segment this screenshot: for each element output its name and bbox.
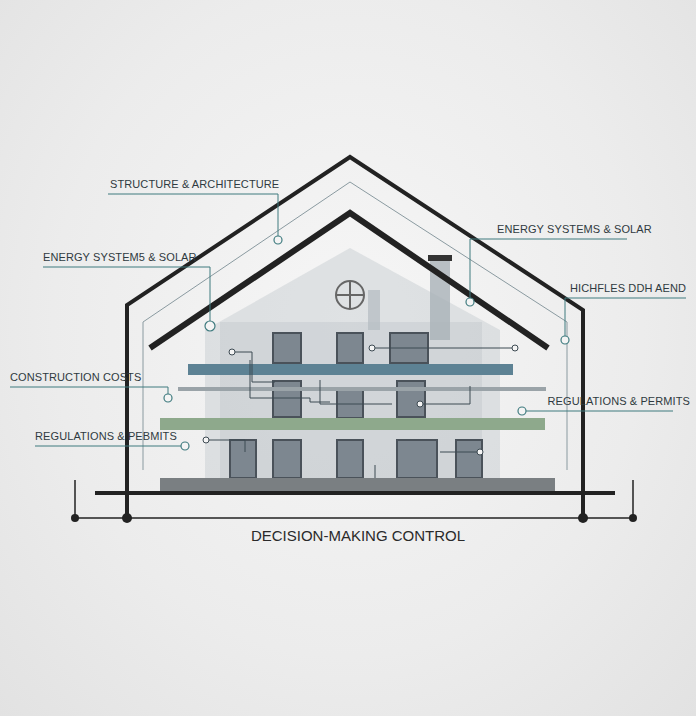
callout-label: HICHFLES DDH AEND — [570, 282, 686, 295]
callout-label: ENERGY SYSTEMS & SOLAR — [497, 223, 652, 236]
callout-label: REGULATIONS & PERMITS — [548, 395, 690, 408]
callout-label: ENERGY SYSTEM5 & SOLAR — [43, 251, 197, 264]
diagram-caption: DECISION-MAKING CONTROL — [251, 527, 465, 545]
callout-label: CONSTRUCTION COSTS — [10, 371, 141, 384]
callout-label: STRUCTURE & ARCHITECTURE — [110, 178, 279, 191]
callout-label: REGULATIONS & PEBMITS — [35, 430, 177, 443]
